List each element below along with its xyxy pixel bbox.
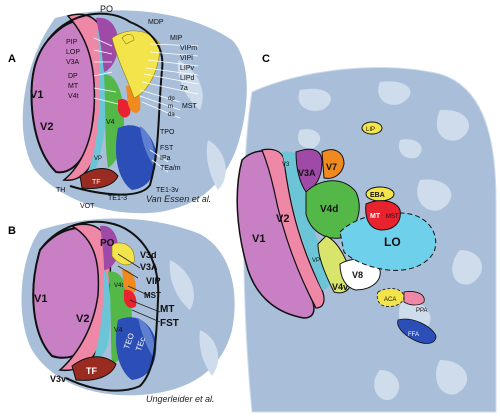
label-te1-3: TE1-3 bbox=[108, 195, 127, 202]
area-tf bbox=[79, 168, 119, 189]
area-v3 bbox=[86, 30, 108, 180]
label-te1-3v: TE1-3v bbox=[156, 187, 179, 194]
area-parietal bbox=[111, 30, 161, 99]
panel-b-outline bbox=[39, 220, 160, 392]
label-v3a-a: V3A bbox=[66, 59, 80, 66]
label-tpo: TPO bbox=[160, 129, 175, 136]
label-v3a-b: V3A bbox=[140, 262, 158, 272]
label-vipm: VIPm bbox=[180, 45, 197, 52]
label-mst-b: MST bbox=[144, 291, 161, 300]
label-lip-c: LIP bbox=[366, 127, 375, 133]
label-vip-b: VIP bbox=[146, 276, 161, 286]
label-po-b: PO bbox=[100, 238, 115, 249]
label-v3d-b: V3d bbox=[140, 250, 157, 260]
label-mip: MIP bbox=[170, 35, 183, 42]
panel-a-leaders bbox=[93, 37, 199, 173]
area-aca-c bbox=[376, 288, 405, 307]
area-ppa-c bbox=[397, 318, 437, 344]
label-v4d-c: V4d bbox=[320, 204, 338, 215]
label-v3-c: V3 bbox=[282, 162, 290, 168]
label-lop: LOP bbox=[66, 49, 80, 56]
label-mdp: MDP bbox=[148, 19, 164, 26]
area-v7-c bbox=[321, 149, 345, 179]
label-th: TH bbox=[56, 187, 65, 194]
panel-a-sulcus bbox=[177, 60, 203, 110]
label-v4-a: V4 bbox=[106, 119, 115, 126]
panel-a-letter: A bbox=[8, 53, 16, 65]
area-mt-c bbox=[365, 200, 401, 231]
label-ppa-c: PPA bbox=[416, 308, 428, 314]
label-v2-a: V2 bbox=[40, 121, 53, 133]
label-lipv: LIPv bbox=[180, 65, 195, 72]
label-dp: DP bbox=[68, 73, 78, 80]
panel-b-letter: B bbox=[8, 225, 16, 237]
area-tec-b bbox=[138, 318, 155, 358]
panel-b-sulcus bbox=[169, 260, 194, 310]
label-v1-a: V1 bbox=[30, 89, 43, 101]
label-mt-c: MT bbox=[370, 213, 381, 220]
area-v3d-b bbox=[100, 225, 119, 270]
area-v3a-c bbox=[295, 148, 323, 193]
label-eba-c: EBA bbox=[370, 192, 385, 199]
panel-b: B PO V3d V3A VIP V4t MST MT FST V1 V2 V4… bbox=[8, 218, 235, 404]
label-v4-b: V4 bbox=[114, 327, 123, 334]
area-mt bbox=[118, 98, 131, 118]
panel-b-leaders bbox=[117, 253, 161, 323]
label-ffa-c: FFA bbox=[408, 332, 419, 338]
label-fst-b: FST bbox=[160, 318, 179, 329]
label-tf-a: TF bbox=[92, 179, 101, 186]
label-mt-b: MT bbox=[160, 304, 174, 315]
label-po: PO bbox=[100, 4, 113, 14]
label-vipl: VIPl bbox=[180, 55, 193, 62]
label-v4v-c: V4v bbox=[332, 282, 348, 292]
area-te-light bbox=[140, 126, 155, 166]
panel-c-letter: C bbox=[262, 53, 270, 65]
label-aca-c: ACA bbox=[384, 297, 396, 303]
label-da: da bbox=[168, 112, 175, 118]
label-tf-b: TF bbox=[86, 366, 97, 376]
label-v1-b: V1 bbox=[34, 293, 47, 305]
label-mst-a: MST bbox=[182, 103, 198, 110]
label-mt-a: MT bbox=[68, 83, 79, 90]
label-v4t-b: V4t bbox=[114, 283, 123, 289]
label-vp-a: VP bbox=[94, 156, 102, 162]
citation-a: Van Essen et al. bbox=[146, 194, 211, 204]
label-lo-c: LO bbox=[384, 235, 401, 249]
label-v3a-c: V3A bbox=[298, 168, 316, 178]
label-v2-b: V2 bbox=[76, 313, 89, 325]
label-vot: VOT bbox=[80, 203, 95, 210]
label-v1-c: V1 bbox=[252, 233, 265, 245]
label-vp-c: VP bbox=[312, 258, 320, 264]
label-lipd: LIPd bbox=[180, 75, 195, 82]
label-pip: PIP bbox=[66, 39, 78, 46]
panel-a-sulcus bbox=[206, 140, 226, 190]
area-v3-b bbox=[92, 270, 111, 364]
label-v8-c: V8 bbox=[352, 270, 363, 280]
area-ffa-c bbox=[403, 291, 425, 306]
label-m: m bbox=[168, 104, 173, 110]
label-v7-c: V7 bbox=[326, 162, 337, 172]
citation-b: Ungerleider et al. bbox=[146, 394, 215, 404]
label-7a: 7a bbox=[180, 85, 188, 92]
area-v3a bbox=[96, 17, 119, 73]
label-v2-c: V2 bbox=[276, 213, 289, 225]
panel-b-sulcus bbox=[199, 330, 219, 376]
label-dp-a: dp bbox=[168, 96, 175, 102]
label-tea-m: TEa/m bbox=[160, 165, 181, 172]
label-ipa: IPa bbox=[160, 155, 171, 162]
area-lip-c bbox=[361, 121, 383, 135]
panel-a: A PO MDP MIP VIPm VIPl LIPv LIPd 7a dp m… bbox=[8, 4, 247, 214]
label-v3v-b: V3v bbox=[50, 374, 66, 384]
area-tf-b bbox=[71, 356, 117, 381]
area-mt-b bbox=[124, 289, 137, 308]
label-mst-c: MST bbox=[386, 214, 399, 220]
area-vip-b bbox=[111, 242, 135, 266]
label-v4t-a: V4t bbox=[68, 93, 79, 100]
panel-c: C LIP V7 V3 V3A V4d EBA MT MST V1 V2 LO … bbox=[236, 53, 497, 413]
area-mst-b bbox=[122, 269, 136, 294]
area-mdp bbox=[121, 34, 135, 45]
label-fst-a: FST bbox=[160, 145, 174, 152]
